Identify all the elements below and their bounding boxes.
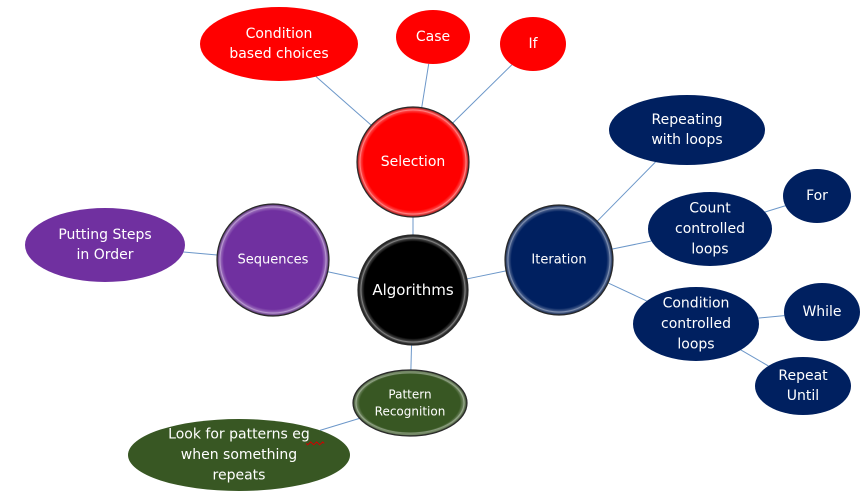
- node-label-sequences-line-1: Sequences: [238, 253, 309, 268]
- node-label-case-line-1: Case: [416, 29, 450, 45]
- node-label-repeating-with-loops-line-1: Repeating: [652, 112, 723, 128]
- connector-selection-to-if: [452, 64, 513, 124]
- node-label-condition-controlled-loops-line-2: controlled: [661, 316, 731, 332]
- node-highlight-iteration: [507, 207, 611, 313]
- node-label-condition-based-choices-line-1: Condition: [246, 26, 313, 42]
- node-label-algorithms-line-1: Algorithms: [372, 281, 453, 299]
- node-label-for-line-1: For: [806, 188, 828, 204]
- node-label-putting-steps-in-order-line-2: in Order: [77, 247, 134, 263]
- node-sequences[interactable]: Sequences: [216, 203, 330, 317]
- node-condition-based-choices[interactable]: Condition based choices: [200, 7, 358, 81]
- connectors: [183, 63, 786, 431]
- node-label-repeat-until-line-1: Repeat: [778, 368, 828, 384]
- connector-iteration-to-repeating-with-loops: [596, 161, 656, 222]
- node-shape-if: [500, 17, 566, 71]
- node-for[interactable]: For: [783, 169, 851, 223]
- node-highlight-pattern-recognition: [355, 372, 465, 434]
- node-label-count-controlled-loops-line-3: loops: [691, 241, 728, 257]
- node-label-count-controlled-loops-line-2: controlled: [675, 221, 745, 237]
- node-shape-count-controlled-loops: [648, 192, 772, 266]
- connector-iteration-to-condition-controlled-loops: [607, 282, 647, 302]
- connector-algorithms-to-pattern-recognition: [410, 344, 413, 371]
- node-shape-putting-steps-in-order: [25, 208, 185, 282]
- connector-selection-to-condition-based-choices: [315, 76, 372, 126]
- node-shape-condition-controlled-loops: [633, 287, 759, 361]
- node-label-count-controlled-loops-line-1: Count: [689, 201, 731, 217]
- connector-selection-to-case: [421, 63, 430, 108]
- node-shape-repeating-with-loops: [609, 95, 765, 165]
- node-shape-condition-based-choices: [200, 7, 358, 81]
- connector-count-controlled-loops-to-for: [764, 205, 786, 213]
- spellcheck-underline: [305, 441, 325, 446]
- node-shape-look-for-patterns: [128, 419, 350, 491]
- node-condition-controlled-loops[interactable]: Condition controlled loops: [633, 287, 759, 361]
- node-putting-steps-in-order[interactable]: Putting Steps in Order: [25, 208, 185, 282]
- node-label-putting-steps-in-order-line-1: Putting Steps: [58, 227, 151, 243]
- node-label-look-for-patterns-line-1: Look for patterns eg: [168, 427, 310, 443]
- node-count-controlled-loops[interactable]: Count controlled loops: [648, 192, 772, 266]
- node-label-look-for-patterns-line-3: repeats: [213, 467, 266, 483]
- node-label-pattern-recognition-line-1: Pattern: [388, 387, 431, 401]
- node-selection[interactable]: Selection: [356, 106, 470, 218]
- node-label-if-line-1: If: [528, 36, 538, 52]
- node-bevel-algorithms: [357, 234, 469, 346]
- node-algorithms[interactable]: Algorithms: [357, 234, 469, 346]
- node-shape-repeat-until: [755, 357, 851, 415]
- node-label-repeating-with-loops-line-2: with loops: [651, 132, 722, 148]
- node-bevel-pattern-recognition: [352, 369, 468, 437]
- connector-pattern-recognition-to-look-for-patterns: [319, 417, 360, 431]
- node-bevel-sequences: [216, 203, 330, 317]
- node-label-selection-line-1: Selection: [381, 154, 446, 170]
- node-label-condition-controlled-loops-line-1: Condition: [663, 296, 730, 312]
- connector-condition-controlled-loops-to-repeat-until: [740, 349, 769, 367]
- node-shape-for: [783, 169, 851, 223]
- connector-iteration-to-count-controlled-loops: [611, 240, 652, 250]
- connector-condition-controlled-loops-to-while: [758, 315, 785, 319]
- node-highlight-algorithms: [360, 237, 466, 343]
- node-shape-case: [396, 10, 470, 64]
- node-repeating-with-loops[interactable]: Repeating with loops: [609, 95, 765, 165]
- node-label-iteration-line-1: Iteration: [531, 253, 586, 268]
- node-case[interactable]: Case: [396, 10, 470, 64]
- connector-algorithms-to-sequences: [327, 271, 360, 279]
- node-bevel-selection: [356, 106, 470, 218]
- node-shape-while: [784, 283, 860, 341]
- node-label-while-line-1: While: [802, 304, 841, 320]
- node-label-condition-controlled-loops-line-3: loops: [677, 336, 714, 352]
- node-look-for-patterns[interactable]: Look for patterns eg when something repeat…: [128, 419, 350, 491]
- node-if[interactable]: If: [500, 17, 566, 71]
- node-label-look-for-patterns-line-2: when something: [181, 447, 297, 463]
- connector-sequences-to-putting-steps-in-order: [183, 251, 218, 256]
- node-highlight-selection: [359, 109, 467, 215]
- connector-algorithms-to-iteration: [466, 270, 507, 280]
- node-while[interactable]: While: [784, 283, 860, 341]
- node-label-repeat-until-line-2: Until: [787, 388, 819, 404]
- node-iteration[interactable]: Iteration: [504, 204, 614, 316]
- node-label-condition-based-choices-line-2: based choices: [229, 46, 328, 62]
- node-highlight-sequences: [219, 206, 327, 314]
- node-bevel-iteration: [504, 204, 614, 316]
- node-label-pattern-recognition-line-2: Recognition: [375, 405, 446, 419]
